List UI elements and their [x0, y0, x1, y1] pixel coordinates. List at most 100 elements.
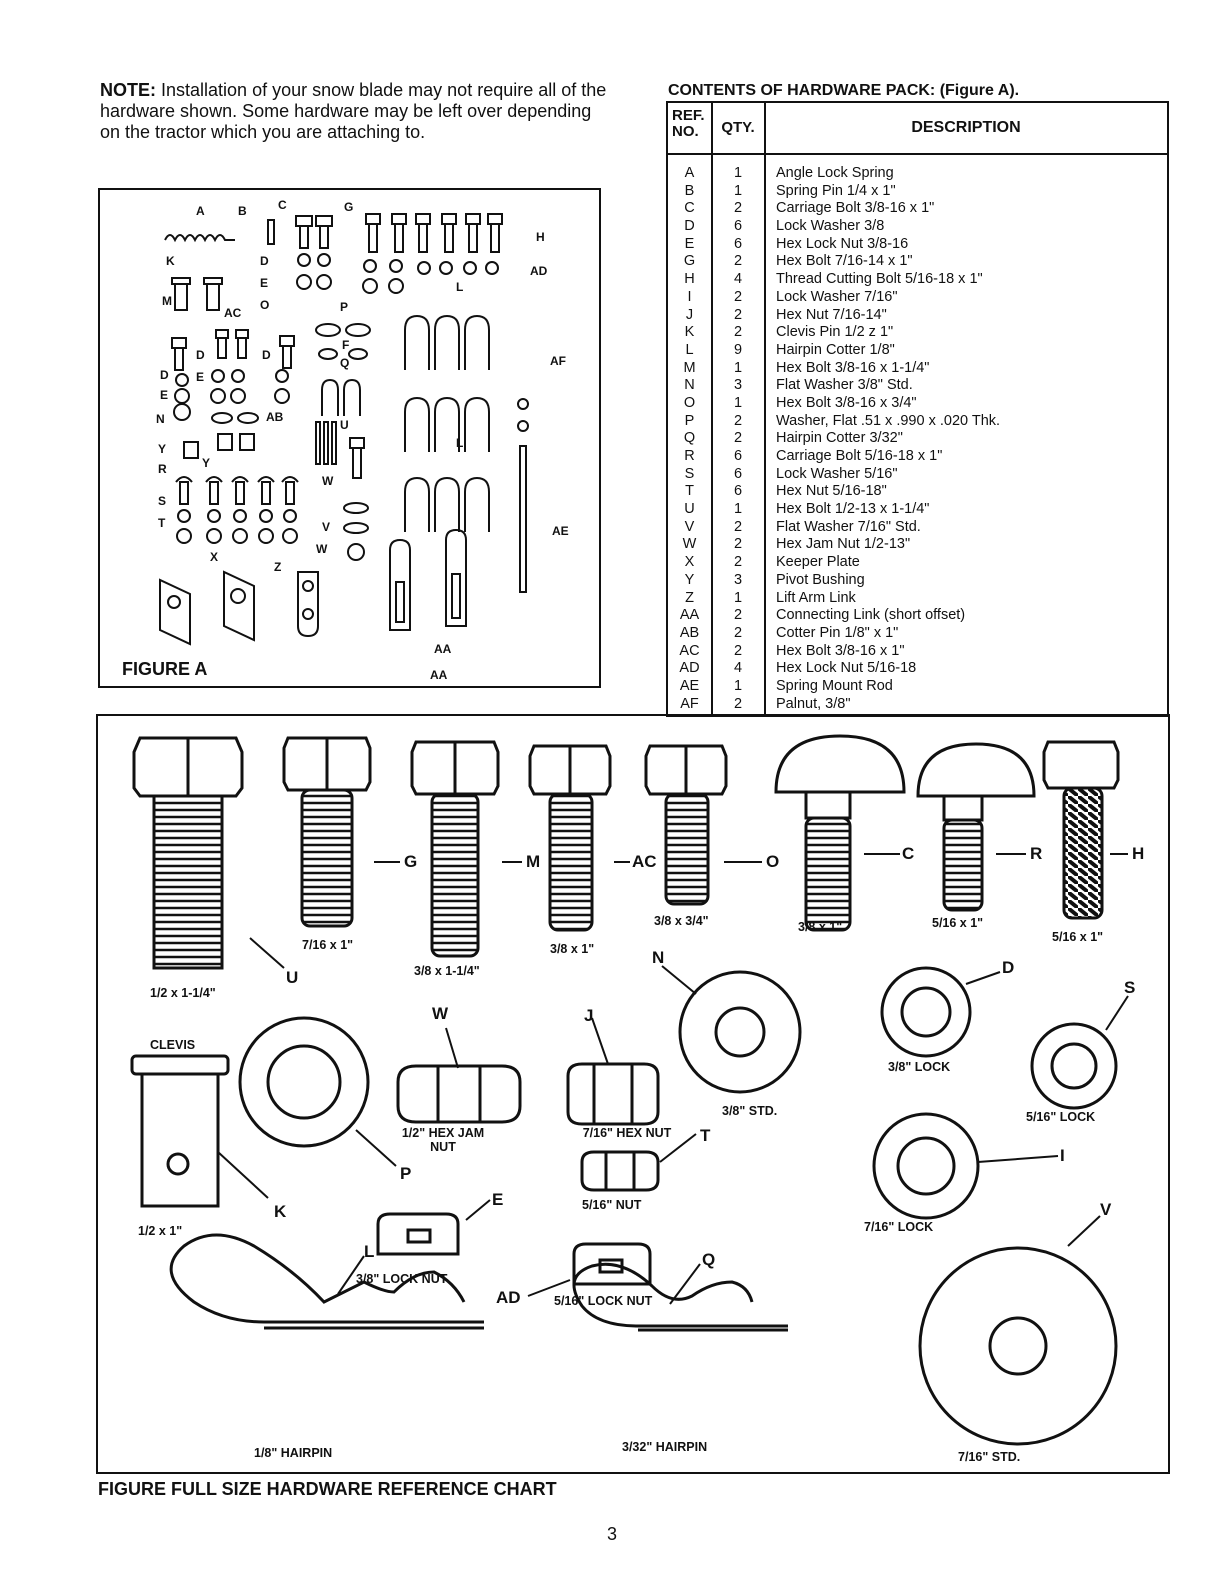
- contents-title-rule: [668, 101, 1168, 103]
- row-ref: U: [684, 501, 695, 518]
- callout-d: D: [1002, 958, 1015, 977]
- size-k: 1/2 x 1": [138, 1224, 183, 1238]
- row-ref: P: [684, 412, 695, 429]
- fig-a-label-m: M: [162, 294, 172, 308]
- page-number: 3: [606, 1524, 617, 1544]
- row-ref: W: [682, 536, 697, 553]
- size-l: 1/8" HAIRPIN: [254, 1446, 333, 1460]
- row-desc: Hex Bolt 7/16-14 x 1": [776, 253, 913, 270]
- size-n: 3/8" STD.: [722, 1104, 778, 1118]
- figure-a-box: A B C G H K D E AD M AC O P L F Q D E D …: [98, 188, 601, 688]
- fig-a-label-a: A: [196, 204, 205, 218]
- fig-a-label-ad: AD: [530, 264, 548, 278]
- row-qty: 6: [733, 465, 743, 482]
- clevis-label: CLEVIS: [150, 1038, 196, 1052]
- row-desc: Hex Bolt 3/8-16 x 3/4": [776, 394, 917, 411]
- row-desc: Lift Arm Link: [776, 589, 856, 606]
- row-ref: AB: [679, 624, 700, 641]
- row-qty: 2: [733, 288, 743, 305]
- row-desc: Lock Washer 3/8: [776, 218, 885, 235]
- fig-a-label-h: H: [536, 230, 545, 244]
- row-ref: S: [684, 465, 695, 482]
- row-ref: AC: [679, 642, 700, 659]
- row-desc: Hairpin Cotter 3/32": [776, 430, 903, 447]
- fig-a-label-x: X: [210, 550, 219, 564]
- row-ref: A: [684, 165, 695, 181]
- row-qty: 2: [733, 624, 743, 641]
- callout-e: E: [492, 1190, 504, 1209]
- size-ac: 3/8 x 1": [550, 942, 595, 956]
- row-desc: Hairpin Cotter 1/8": [776, 341, 895, 358]
- fig-a-label-z: Z: [274, 560, 282, 574]
- header-ref-no: REF. NO.: [672, 107, 705, 140]
- row-desc: Pivot Bushing: [776, 571, 865, 588]
- row-ref: Z: [685, 589, 694, 606]
- fig-a-label-b: B: [238, 204, 247, 218]
- contents-title: CONTENTS OF HARDWARE PACK: (Figure A).: [668, 82, 1020, 99]
- header-description: DESCRIPTION: [911, 119, 1021, 136]
- callout-l: L: [364, 1242, 375, 1261]
- row-ref: X: [684, 554, 695, 571]
- row-ref: V: [684, 518, 695, 535]
- row-qty: 4: [733, 271, 743, 288]
- size-v: 7/16" STD.: [958, 1450, 1021, 1464]
- callout-q: Q: [702, 1250, 716, 1269]
- fig-a-label-d3: D: [262, 348, 271, 362]
- size-w: 1/2" HEX JAM NUT: [401, 1126, 485, 1154]
- fig-a-label-e: E: [260, 276, 269, 290]
- row-ref: G: [683, 253, 696, 270]
- header-qty: QTY.: [721, 119, 755, 136]
- callout-u: U: [286, 968, 299, 987]
- row-ref: Q: [683, 430, 696, 447]
- row-qty: 1: [733, 165, 743, 181]
- row-desc: Hex Bolt 3/8-16 x 1-1/4": [776, 359, 930, 376]
- row-desc: Lock Washer 7/16": [776, 288, 898, 305]
- row-desc: Hex Bolt 3/8-16 x 1": [776, 642, 905, 659]
- row-qty: 2: [733, 200, 743, 217]
- fig-a-label-k: K: [166, 254, 175, 268]
- fig-a-label-w2: W: [316, 542, 328, 556]
- fig-a-label-u: U: [340, 418, 349, 432]
- row-desc: Spring Pin 1/4 x 1": [776, 182, 896, 199]
- row-desc: Spring Mount Rod: [776, 677, 893, 694]
- row-ref: J: [685, 306, 694, 323]
- row-qty: 1: [733, 501, 743, 518]
- fig-a-label-d4: D: [160, 368, 169, 382]
- row-qty: 2: [733, 518, 743, 535]
- row-ref: K: [684, 324, 695, 341]
- col-divider: [764, 101, 766, 715]
- callout-o: O: [766, 852, 780, 871]
- callout-r: R: [1030, 844, 1043, 863]
- row-qty: 2: [733, 536, 743, 553]
- row-desc: Carriage Bolt 3/8-16 x 1": [776, 200, 935, 217]
- size-t: 5/16" NUT: [582, 1198, 642, 1212]
- fig-a-label-q: Q: [340, 356, 350, 370]
- row-desc: Hex Nut 7/16-14": [776, 306, 887, 323]
- fig-a-label-d2: D: [196, 348, 205, 362]
- row-ref: T: [685, 483, 694, 500]
- callout-w: W: [432, 1004, 449, 1023]
- row-ref: L: [685, 341, 694, 358]
- callout-k: K: [274, 1202, 287, 1221]
- row-qty: 1: [733, 394, 743, 411]
- row-qty: 4: [733, 660, 743, 677]
- fig-a-label-w: W: [322, 474, 334, 488]
